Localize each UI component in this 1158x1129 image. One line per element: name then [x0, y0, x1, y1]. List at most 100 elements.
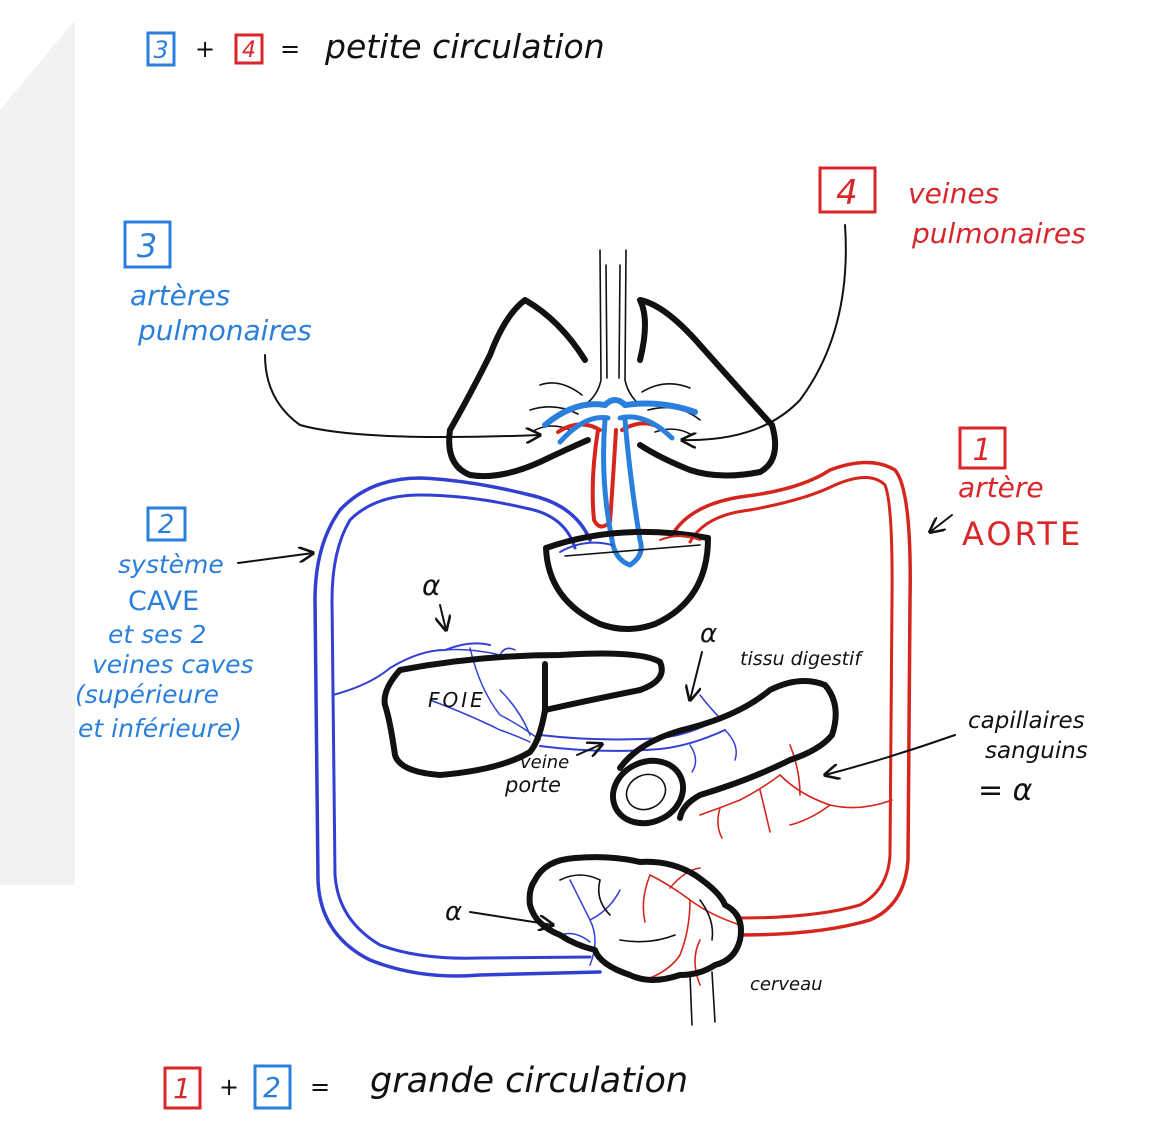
veines-caves-label: veines caves: [92, 650, 254, 679]
liver-capillary-3: [429, 699, 531, 743]
brain-outline: [526, 854, 744, 983]
box-3-large: [123, 220, 172, 269]
plus-sign: +: [195, 35, 215, 63]
label-aorte: 1 artère AORTE: [958, 426, 1083, 553]
lungs: [446, 249, 778, 480]
brain-artery-4: [642, 874, 651, 923]
gut-artery-4: [759, 789, 771, 833]
veines-pulmonaires-label: pulmonaires: [911, 217, 1086, 250]
box-4-large-number: 4: [836, 173, 858, 213]
veines-label: veines: [908, 177, 999, 210]
heart-bowl: [543, 535, 711, 632]
brain-vein-1: [569, 879, 596, 966]
trachea-inner-left: [605, 264, 608, 379]
capillaires-label: capillaires: [968, 708, 1085, 734]
box-2-large-number: 2: [158, 510, 175, 540]
brain-vein-2: [589, 889, 621, 921]
spinal-cord-right: [711, 971, 716, 1023]
brain-fold-1: [559, 874, 611, 916]
alpha-gut-label: α: [700, 619, 717, 649]
gut-artery-6: [789, 744, 801, 796]
intestine-section-inner: [625, 773, 667, 811]
intestine-body: [617, 678, 839, 821]
sanguins-label: sanguins: [985, 738, 1088, 764]
gut-vein-branch-1: [699, 694, 721, 719]
liver: FOIE: [381, 650, 665, 778]
intestine-section-outer: [609, 757, 687, 827]
pulmonary-vein-trunk: [590, 428, 618, 529]
plus-sign-bottom: +: [219, 1073, 239, 1101]
gut-artery-5: [717, 807, 723, 839]
petite-circulation-label: petite circulation: [324, 27, 605, 66]
brain-artery-1: [649, 874, 741, 926]
label-arteres-pulmonaires: 3 artères pulmonaires: [123, 220, 312, 347]
gut-artery-2: [789, 804, 831, 826]
label-veines-pulmonaires: 4 veines pulmonaires: [818, 166, 1086, 250]
gut-artery-3: [699, 774, 781, 816]
heart-rim-red: [659, 535, 701, 541]
veine-label: veine: [520, 752, 569, 773]
background-band: [0, 20, 75, 885]
trachea-right: [624, 249, 641, 406]
portal-vein-bottom: [539, 729, 726, 752]
liver-capillary-2: [469, 647, 541, 741]
box-2-number: 2: [263, 1071, 281, 1104]
brain-artery-3: [694, 939, 701, 986]
box-4-number: 4: [242, 38, 256, 63]
arrow-alpha-liver: [440, 604, 446, 630]
arrow-arteres-pulmonaires: [264, 354, 540, 437]
et-ses-2-label: et ses 2: [108, 620, 206, 649]
left-bronchus-2: [529, 406, 579, 415]
arrow-veines-pulmonaires: [682, 224, 847, 440]
box-4-large: [818, 166, 877, 214]
systeme-label: système: [118, 550, 224, 579]
arteres-pulmonaires-label: pulmonaires: [137, 314, 312, 347]
porte-label: porte: [504, 773, 561, 797]
vena-cava-inner: [330, 493, 592, 960]
organ-labels: α α α veine porte tissu digestif capilla…: [422, 569, 1088, 995]
box-1-number: 1: [173, 1072, 191, 1105]
arteres-label: artères: [130, 279, 230, 312]
box-3-number: 3: [153, 36, 168, 64]
pulmonary-vessels: [542, 397, 698, 568]
inferieure-label: et inférieure): [78, 714, 242, 743]
heart: [543, 528, 711, 632]
alpha-liver-label: α: [422, 569, 441, 602]
aorte-label: AORTE: [962, 515, 1083, 553]
bottom-equation: 1 + 2 = grande circulation: [163, 1061, 688, 1110]
arrow-systeme-cave: [237, 553, 313, 564]
box-4: [234, 33, 264, 65]
gut-artery-1: [779, 774, 893, 809]
equals-sign-bottom: =: [310, 1073, 330, 1101]
heart-septum: [564, 544, 701, 557]
arrow-alpha-gut: [690, 651, 703, 700]
heart-rim-blue: [559, 541, 613, 553]
box-2: [253, 1064, 292, 1110]
arrow-aorte: [930, 514, 953, 532]
vena-cava-outer: [313, 476, 602, 978]
arrow-veine-porte: [576, 744, 602, 755]
box-1-large-number: 1: [972, 433, 991, 468]
arrow-capillaires: [825, 734, 956, 775]
red-arterial-loop: [642, 460, 912, 986]
brain-artery-2: [649, 899, 691, 979]
brain-artery-5: [669, 867, 701, 889]
grande-circulation-label: grande circulation: [370, 1061, 688, 1101]
aorta-inner: [688, 476, 894, 920]
right-bronchus-1: [641, 383, 691, 393]
hepatic-vein: [332, 642, 491, 696]
liver-capillary-4: [499, 689, 531, 736]
right-lung: [637, 297, 778, 479]
top-equation: 3 + 4 = petite circulation: [146, 27, 605, 67]
blue-venous-loop: [313, 476, 737, 978]
brain-fold-3: [619, 934, 676, 943]
tissu-digestif-label: tissu digestif: [740, 648, 864, 670]
trachea-left: [584, 249, 602, 406]
cave-label: CAVE: [128, 586, 199, 617]
aorta-outer: [670, 460, 912, 937]
box-1: [163, 1066, 202, 1110]
pulmonary-artery-branches: [542, 397, 698, 428]
box-3: [146, 31, 176, 67]
label-systeme-cave: 2 système CAVE et ses 2 veines caves (su…: [75, 506, 254, 743]
